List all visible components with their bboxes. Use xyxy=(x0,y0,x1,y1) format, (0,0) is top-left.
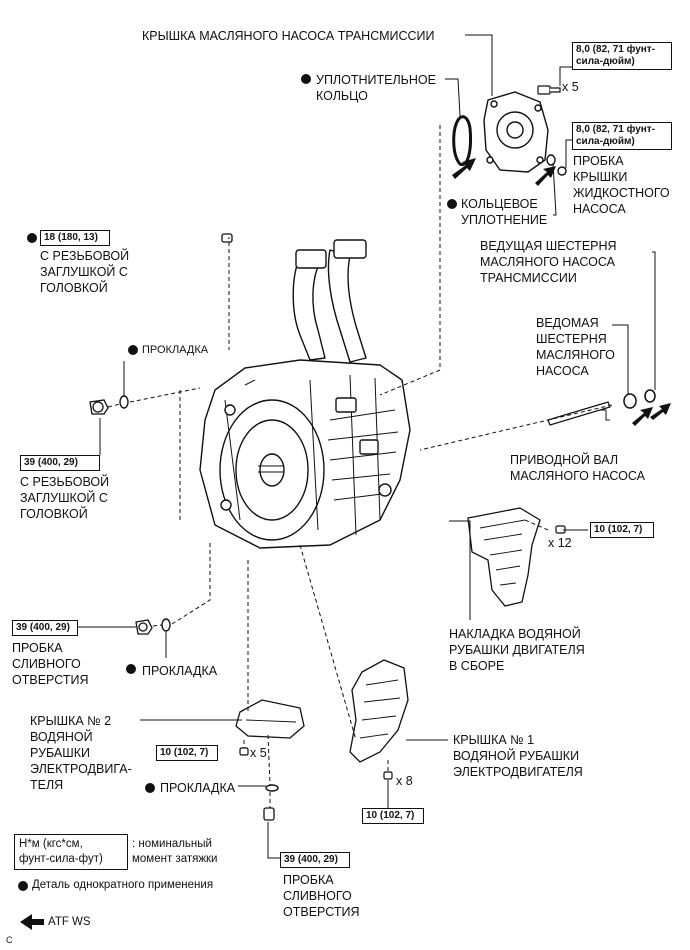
left-gasket-part xyxy=(161,618,171,632)
torque-drain-bottom: 39 (400, 29) xyxy=(280,852,350,868)
bottom-gasket-label: ПРОКЛАДКА xyxy=(160,781,236,795)
bottom-drain-plug-part xyxy=(263,807,275,821)
drive-gear-part xyxy=(644,389,656,403)
single-use-dot xyxy=(18,881,28,891)
torque-cover2-bolt: 10 (102, 7) xyxy=(156,745,218,761)
driven-gear-label: ВЕДОМАЯ ШЕСТЕРНЯ МАСЛЯНОГО НАСОСА xyxy=(536,316,615,378)
corner-mark: C xyxy=(6,935,13,945)
cover-no2-part xyxy=(235,699,305,739)
qty-plate-bolt: x 12 xyxy=(548,536,572,550)
single-use-dot xyxy=(126,664,136,674)
transaxle-assembly xyxy=(199,239,411,549)
cover-no2-label: КРЫШКА № 2 ВОДЯНОЙ РУБАШКИ ЭЛЕКТРОДВИГА-… xyxy=(30,714,132,792)
upper-gasket-label: ПРОКЛАДКА xyxy=(142,344,209,356)
ring-seal-label: КОЛЬЦЕВОЕ УПЛОТНЕНИЕ xyxy=(461,197,548,227)
single-use-dot xyxy=(301,74,311,84)
cover2-bolt-part xyxy=(239,747,249,756)
oil-pump-cover-part xyxy=(483,91,549,173)
top-screw-plug-label: С РЕЗЬБОВОЙ ЗАГЛУШКОЙ С ГОЛОВКОЙ xyxy=(40,249,130,295)
cover-no1-part xyxy=(349,659,409,763)
o-ring-part xyxy=(452,115,472,167)
legend-single-use: Деталь однократного применения xyxy=(32,879,214,891)
legend-torque-units: Н*м (кгс*см, фунт-сила-фут) xyxy=(14,834,128,870)
dashed-lines xyxy=(107,125,613,808)
left-drain-plug-part xyxy=(135,619,153,635)
bottom-drain-plug-label: ПРОБКА СЛИВНОГО ОТВЕРСТИЯ xyxy=(283,873,360,919)
left-screw-plug-label: С РЕЗЬБОВОЙ ЗАГЛУШКОЙ С ГОЛОВКОЙ xyxy=(20,475,110,521)
single-use-dot xyxy=(27,233,37,243)
top-screw-plug-part xyxy=(221,233,233,243)
qty-cover2-bolt: x 5 xyxy=(250,746,267,760)
qty-cover1-bolt: x 8 xyxy=(396,774,413,788)
atf-arrows xyxy=(20,158,671,930)
drive-shaft-part xyxy=(547,401,611,426)
single-use-dot xyxy=(447,199,457,209)
legend-torque-desc: : номинальный момент затяжки xyxy=(132,838,218,865)
left-screw-plug-part xyxy=(89,399,109,415)
bottom-gasket-part xyxy=(265,784,279,792)
drive-shaft-label: ПРИВОДНОЙ ВАЛ МАСЛЯНОГО НАСОСА xyxy=(510,453,645,483)
drive-gear-label: ВЕДУЩАЯ ШЕСТЕРНЯ МАСЛЯНОГО НАСОСА ТРАНСМ… xyxy=(480,239,617,285)
torque-left-plug: 39 (400, 29) xyxy=(20,455,100,471)
driven-gear-part xyxy=(623,393,637,409)
cover-no1-label: КРЫШКА № 1 ВОДЯНОЙ РУБАШКИ ЭЛЕКТРОДВИГАТ… xyxy=(453,733,583,779)
single-use-dot xyxy=(128,345,138,355)
cover1-bolt-part xyxy=(383,771,393,780)
o-ring-label: УПЛОТНИТЕЛЬНОЕ КОЛЬЦО xyxy=(316,73,436,103)
left-drain-plug-label: ПРОБКА СЛИВНОГО ОТВЕРСТИЯ xyxy=(12,641,89,687)
torque-top-plug: 18 (180, 13) xyxy=(40,230,110,246)
water-jacket-plate-label: НАКЛАДКА ВОДЯНОЙ РУБАШКИ ДВИГАТЕЛЯ В СБО… xyxy=(449,627,585,673)
torque-cover-plug: 8,0 (82, 71 фунт- сила-дюйм) xyxy=(572,122,672,150)
left-gasket-label: ПРОКЛАДКА xyxy=(142,664,218,678)
qty-cover-bolt: x 5 xyxy=(562,80,579,94)
pump-cover-plug-label: ПРОБКА КРЫШКИ ЖИДКОСТНОГО НАСОСА xyxy=(573,154,670,216)
torque-cover-bolt: 8,0 (82, 71 фунт- сила-дюйм) xyxy=(572,42,672,70)
oil-pump-cover-label: КРЫШКА МАСЛЯНОГО НАСОСА ТРАНСМИССИИ xyxy=(142,29,435,43)
torque-cover1-bolt: 10 (102, 7) xyxy=(362,808,424,824)
leader-lines xyxy=(78,34,656,859)
pump-cover-bolt xyxy=(537,85,561,95)
legend-atf: ATF WS xyxy=(48,916,91,928)
torque-drain-left: 39 (400, 29) xyxy=(12,620,78,636)
single-use-dot xyxy=(145,783,155,793)
pump-cover-plug-part xyxy=(557,166,567,176)
water-jacket-plate-part xyxy=(467,507,541,607)
torque-plate-bolt: 10 (102, 7) xyxy=(590,522,654,538)
upper-gasket-part xyxy=(119,395,129,409)
ring-seal-part xyxy=(546,154,556,166)
